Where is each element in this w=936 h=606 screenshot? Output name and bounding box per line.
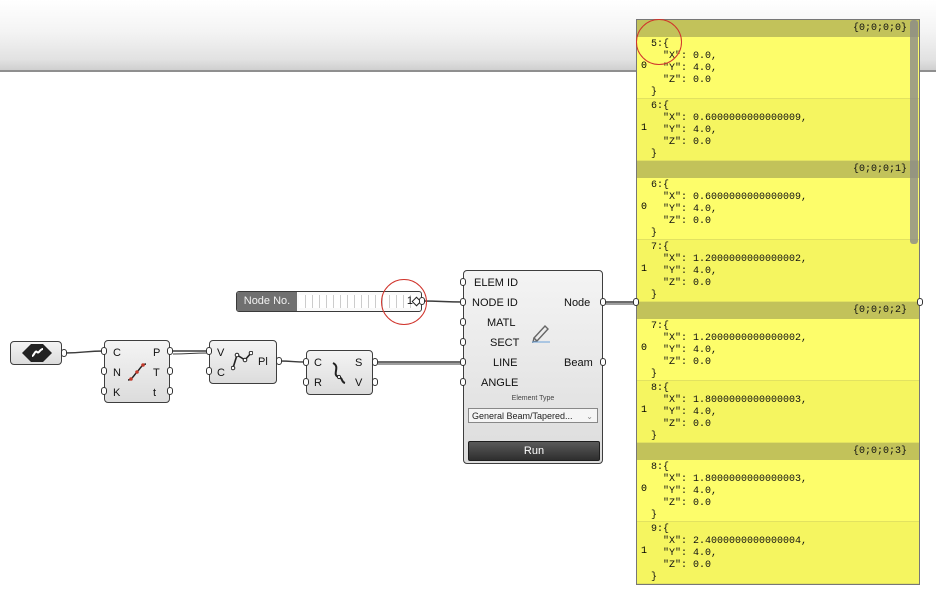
explode-port-v[interactable] [372,378,378,386]
divide-output-t-param: t [153,387,157,399]
output-panel[interactable]: {0;0;0;0} 0 5:{ "X": 0.0, "Y": 4.0, "Z":… [636,19,920,585]
panel-item-text: 8:{ "X": 1.8000000000000003, "Y": 4.0, "… [651,383,808,442]
explode-input-r: R [314,377,322,389]
input-angle: ANGLE [481,377,519,389]
output-beam: Beam [564,357,593,369]
panel-item-text: 7:{ "X": 1.2000000000000002, "Y": 4.0, "… [651,321,808,380]
input-line: LINE [493,357,518,369]
panel-item-index: 1 [641,264,648,275]
port-line[interactable] [460,358,466,366]
panel-group-3: {0;0;0;3} 0 8:{ "X": 1.8000000000000003,… [637,443,919,584]
panel-item-text: 6:{ "X": 0.6000000000000009, "Y": 4.0, "… [651,101,808,160]
port-angle[interactable] [460,378,466,386]
polyline-component[interactable]: V C Pl [209,340,277,384]
explode-port-c[interactable] [303,358,309,366]
curve-output-port[interactable] [61,349,67,357]
panel-item: 0 7:{ "X": 1.2000000000000002, "Y": 4.0,… [637,319,919,381]
panel-item-text: 6:{ "X": 0.6000000000000009, "Y": 4.0, "… [651,180,808,239]
panel-item-index: 1 [641,405,648,416]
port-beam-out[interactable] [600,358,606,366]
divide-port-p[interactable] [167,347,173,355]
explode-input-c: C [314,357,322,369]
panel-scrollbar[interactable] [910,20,918,244]
divide-input-k: K [113,387,121,399]
curve-icon [22,344,52,362]
panel-item: 0 6:{ "X": 0.6000000000000009, "Y": 4.0,… [637,178,919,240]
port-matl[interactable] [460,318,466,326]
panel-item: 1 8:{ "X": 1.8000000000000003, "Y": 4.0,… [637,381,919,443]
explode-output-v: V [355,377,363,389]
divide-curve-icon [127,363,147,381]
divide-output-p: P [153,347,161,359]
run-button[interactable]: Run [468,441,600,461]
panel-item-index: 0 [641,61,648,72]
input-matl: MATL [487,317,516,329]
polyline-icon [231,351,253,371]
panel-group-path: {0;0;0;1} [637,161,919,178]
divide-input-n: N [113,367,121,379]
panel-item: 1 9:{ "X": 2.4000000000000004, "Y": 4.0,… [637,522,919,584]
pencil-icon [532,324,550,343]
wire-polyline-to-explode [278,360,307,363]
panel-item: 1 6:{ "X": 0.6000000000000009, "Y": 4.0,… [637,99,919,161]
panel-item-text: 7:{ "X": 1.2000000000000002, "Y": 4.0, "… [651,242,808,301]
divide-output-t: T [153,367,160,379]
panel-item-index: 0 [641,343,648,354]
polyline-input-v: V [217,347,225,359]
port-elem-id[interactable] [460,278,466,286]
polyline-port-v[interactable] [206,347,212,355]
divide-port-n[interactable] [101,367,107,375]
wire-curve-to-divide [64,350,105,354]
divide-port-t-param[interactable] [167,387,173,395]
port-node-id[interactable] [460,298,466,306]
panel-group-0: {0;0;0;0} 0 5:{ "X": 0.0, "Y": 4.0, "Z":… [637,20,919,161]
chevron-down-icon: ⌄ [586,412,593,421]
panel-item-text: 9:{ "X": 2.4000000000000004, "Y": 4.0, "… [651,524,808,583]
panel-input-port[interactable] [633,298,639,306]
divide-input-c: C [113,347,121,359]
slider-name: Node No. [237,292,297,311]
panel-item: 0 8:{ "X": 1.8000000000000003, "Y": 4.0,… [637,460,919,522]
element-type-value: General Beam/Tapered... [472,411,573,421]
explode-icon [332,362,346,384]
output-node: Node [564,297,591,309]
element-component[interactable]: ELEM ID NODE ID MATL SECT LINE ANGLE Nod… [463,270,603,464]
panel-output-port[interactable] [917,298,923,306]
panel-group-1: {0;0;0;1} 0 6:{ "X": 0.6000000000000009,… [637,161,919,302]
polyline-output-pl: Pl [258,356,268,368]
panel-item-index: 1 [641,123,648,134]
polyline-port-pl[interactable] [276,357,282,365]
panel-item: 1 7:{ "X": 1.2000000000000002, "Y": 4.0,… [637,240,919,302]
input-node-id: NODE ID [472,297,518,309]
element-type-label: Element Type [511,395,555,402]
highlight-circle [636,19,682,65]
panel-group-2: {0;0;0;2} 0 7:{ "X": 1.2000000000000002,… [637,302,919,443]
divide-port-k[interactable] [101,387,107,395]
highlight-circle [381,279,427,325]
panel-item-index: 0 [641,202,648,213]
explode-component[interactable]: C R S V [306,350,373,395]
polyline-input-c: C [217,367,225,379]
divide-port-c[interactable] [101,347,107,355]
explode-port-s[interactable] [372,358,378,366]
polyline-port-c[interactable] [206,367,212,375]
panel-group-path: {0;0;0;0} [637,20,919,37]
element-type-dropdown[interactable]: General Beam/Tapered... ⌄ [468,408,598,423]
curve-parameter[interactable] [10,341,62,365]
explode-output-s: S [355,357,363,369]
panel-item-index: 0 [641,484,648,495]
port-node-out[interactable] [600,298,606,306]
explode-port-r[interactable] [303,378,309,386]
divide-curve-component[interactable]: C N K P T t [104,340,170,403]
input-elem-id: ELEM ID [474,277,519,289]
panel-group-path: {0;0;0;3} [637,443,919,460]
panel-item-index: 1 [641,546,648,557]
input-sect: SECT [490,337,520,349]
divide-port-t[interactable] [167,367,173,375]
panel-group-path: {0;0;0;2} [637,302,919,319]
panel-item-text: 8:{ "X": 1.8000000000000003, "Y": 4.0, "… [651,462,808,521]
wire-slider-to-nodeid [421,300,464,303]
port-sect[interactable] [460,338,466,346]
